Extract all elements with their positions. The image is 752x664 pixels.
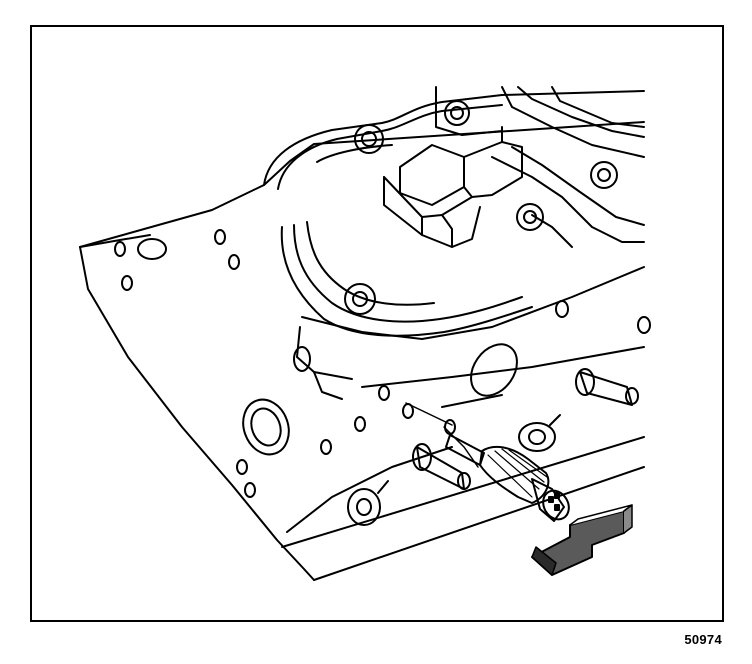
removal-direction-arrow xyxy=(531,504,633,576)
head-bolts xyxy=(344,100,618,315)
bolt xyxy=(344,283,376,315)
engine-block-line-art xyxy=(79,86,651,581)
bolt xyxy=(444,100,470,126)
block-holes xyxy=(114,229,651,498)
illustration-frame xyxy=(30,25,724,622)
cylinder-block xyxy=(79,121,645,581)
lifter-studs xyxy=(347,368,639,526)
cylinder-head xyxy=(263,86,645,337)
bolt xyxy=(590,161,618,189)
figure-number: 50974 xyxy=(684,632,722,647)
bolt xyxy=(516,203,544,231)
knock-sensor xyxy=(405,402,570,522)
bolt xyxy=(354,124,384,154)
